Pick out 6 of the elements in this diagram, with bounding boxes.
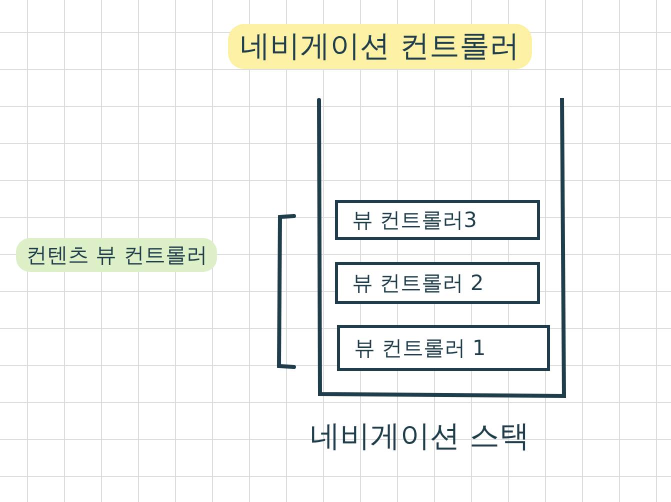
title-text: 네비게이션 컨트롤러 — [228, 24, 532, 69]
stack-label: 네비게이션 스택 — [310, 418, 530, 456]
view-controller-box: 뷰 컨트롤러 1 — [337, 325, 550, 371]
group-label: 컨텐츠 뷰 컨트롤러 — [16, 238, 218, 272]
view-controller-box: 뷰 컨트롤러3 — [335, 200, 540, 240]
view-controller-box: 뷰 컨트롤러 2 — [335, 262, 540, 304]
